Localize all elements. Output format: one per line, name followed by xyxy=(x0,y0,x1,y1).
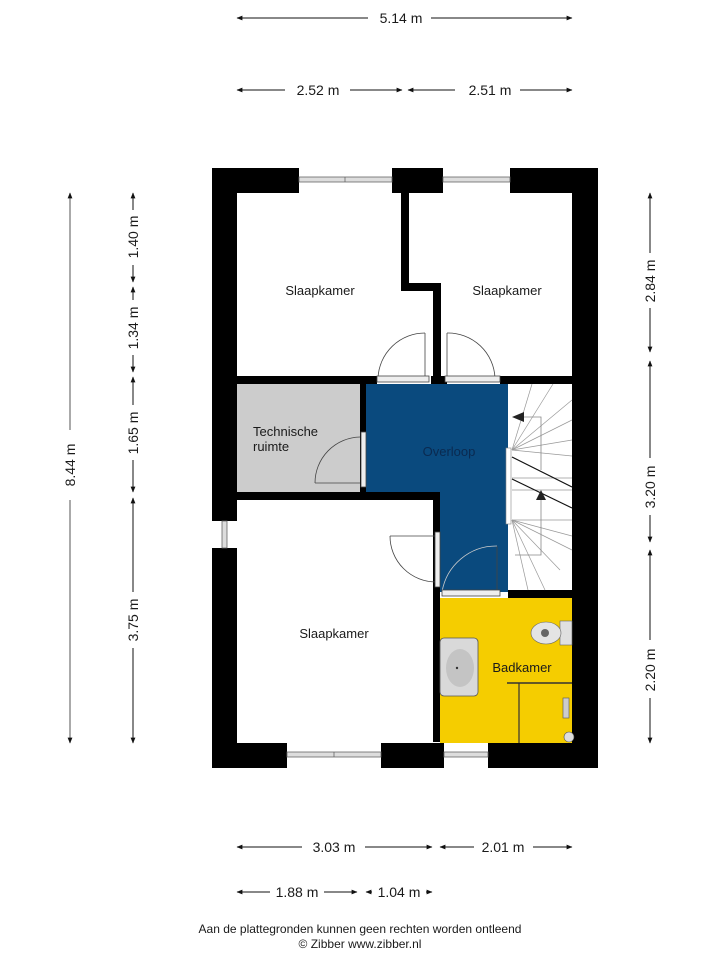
dimension-left-total: 8.44 m xyxy=(62,192,78,744)
svg-text:2.52 m: 2.52 m xyxy=(297,82,340,98)
svg-text:8.44 m: 8.44 m xyxy=(62,444,78,487)
dimension-top-left: 2.52 m xyxy=(236,82,403,98)
dimension-bottom-left: 3.03 m xyxy=(236,839,433,855)
svg-text:2.84 m: 2.84 m xyxy=(642,260,658,303)
technical-room-fill xyxy=(237,384,360,492)
dimension-right-2: 3.20 m xyxy=(642,360,658,543)
dimension-top-right: 2.51 m xyxy=(407,82,573,98)
room-label-bathroom: Badkamer xyxy=(492,660,552,675)
room-label-landing: Overloop xyxy=(423,444,476,459)
dimension-right-3: 2.20 m xyxy=(642,549,658,744)
svg-text:1.34 m: 1.34 m xyxy=(125,307,141,350)
dimension-left-1: 1.40 m xyxy=(125,192,141,283)
room-label-bedroom-top-left: Slaapkamer xyxy=(285,283,355,298)
room-label-technical-2: ruimte xyxy=(253,439,289,454)
svg-text:2.01 m: 2.01 m xyxy=(482,839,525,855)
dimension-right-1: 2.84 m xyxy=(642,192,658,353)
svg-text:2.51 m: 2.51 m xyxy=(469,82,512,98)
room-label-bedroom-bottom: Slaapkamer xyxy=(299,626,369,641)
dimension-bottom-right: 2.01 m xyxy=(439,839,573,855)
stair-arrow-icon xyxy=(536,490,546,500)
windows xyxy=(221,176,511,758)
stair-arrow-up-icon xyxy=(512,412,524,422)
disclaimer-text: Aan de plattegronden kunnen geen rechten… xyxy=(198,922,522,936)
room-label-technical-1: Technische xyxy=(253,424,318,439)
bathroom-fixtures xyxy=(439,620,575,743)
landing-fill xyxy=(366,384,508,592)
svg-text:3.20 m: 3.20 m xyxy=(642,466,658,509)
dimension-bottom-sub-1: 1.88 m xyxy=(236,884,358,900)
svg-text:1.04 m: 1.04 m xyxy=(378,884,421,900)
svg-text:1.88 m: 1.88 m xyxy=(276,884,319,900)
dimension-bottom-sub-2: 1.04 m xyxy=(365,884,433,900)
doors xyxy=(314,332,501,597)
svg-text:3.03 m: 3.03 m xyxy=(313,839,356,855)
room-label-bedroom-top-right: Slaapkamer xyxy=(472,283,542,298)
svg-text:1.65 m: 1.65 m xyxy=(125,412,141,455)
svg-text:1.40 m: 1.40 m xyxy=(125,216,141,259)
dimension-left-3: 1.65 m xyxy=(125,376,141,493)
dimension-left-2: 1.34 m xyxy=(125,286,141,373)
copyright-text: © Zibber www.zibber.nl xyxy=(298,937,422,951)
toilet xyxy=(530,620,573,646)
dimension-left-4: 3.75 m xyxy=(125,497,141,744)
staircase xyxy=(505,383,573,591)
svg-text:3.75 m: 3.75 m xyxy=(125,599,141,642)
dimension-top-total: 5.14 m xyxy=(236,10,573,26)
svg-text:2.20 m: 2.20 m xyxy=(642,649,658,692)
svg-text:5.14 m: 5.14 m xyxy=(380,10,423,26)
